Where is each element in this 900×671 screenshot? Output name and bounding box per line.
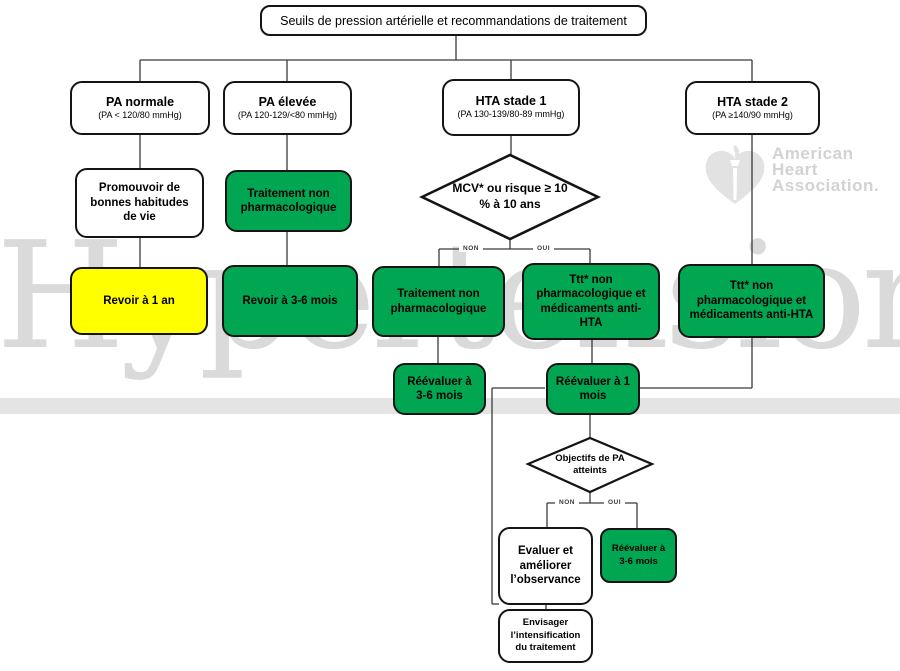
- box-nonpharm-plus-meds-stage1: Ttt* non pharmacologique et médicaments …: [522, 263, 660, 340]
- decision-bp-goals-text: Objectifs de PA atteints: [555, 452, 625, 476]
- box-intensify-treatment: Envisager l’intensification du traitemen…: [498, 609, 593, 663]
- category-pa-normale-title: PA normale: [105, 94, 175, 109]
- box-nonpharm-treatment-elevated: Traitement non pharmacologique: [225, 170, 352, 232]
- box-review-3-6-months: Revoir à 3-6 mois: [222, 265, 358, 337]
- aha-text-line2: Heart: [772, 160, 818, 179]
- category-hta-stade-2: HTA stade 2 (PA ≥140/90 mmHg): [685, 81, 820, 135]
- box-review-1-year: Revoir à 1 an: [70, 267, 208, 335]
- category-hta-stade-1-title: HTA stade 1: [475, 94, 547, 109]
- box-nonpharm-treatment-stage1: Traitement non pharmacologique: [372, 266, 505, 337]
- aha-text-line1: American: [772, 144, 854, 163]
- box-reassess-1-month: Réévaluer à 1 mois: [546, 363, 640, 415]
- branch-label-non-2: NON: [555, 499, 579, 506]
- box-reassess-3-6-months-goal: Réévaluer à 3-6 mois: [600, 528, 677, 583]
- category-pa-normale-range: (PA < 120/80 mmHg): [98, 109, 182, 120]
- category-hta-stade-1-range: (PA 130-139/80-89 mmHg): [457, 109, 565, 120]
- category-pa-elevee-title: PA élevée: [258, 94, 317, 109]
- category-pa-elevee: PA élevée (PA 120-129/<80 mmHg): [223, 81, 352, 135]
- decision-bp-goals-diamond: [525, 436, 655, 494]
- branch-label-non-1: NON: [459, 245, 483, 252]
- branch-label-oui-2: OUI: [604, 499, 626, 506]
- box-promote-habits: Promouvoir de bonnes habitudes de vie: [75, 168, 204, 238]
- box-evaluate-adherence: Evaluer et améliorer l’observance: [498, 527, 593, 605]
- branch-label-oui-1: OUI: [533, 245, 555, 252]
- aha-text-line3: Association.: [772, 176, 880, 195]
- aha-heart-torch-icon: [702, 144, 768, 211]
- box-reassess-3-6-months: Réévaluer à 3-6 mois: [393, 363, 486, 415]
- decision-cvd-risk-text: MCV* ou risque ≥ 10 % à 10 ans: [452, 181, 568, 211]
- category-pa-normale: PA normale (PA < 120/80 mmHg): [70, 81, 210, 135]
- category-hta-stade-1: HTA stade 1 (PA 130-139/80-89 mmHg): [442, 79, 580, 136]
- decision-cvd-risk-diamond: [418, 153, 602, 241]
- category-hta-stade-2-range: (PA ≥140/90 mmHg): [712, 109, 793, 120]
- category-pa-elevee-range: (PA 120-129/<80 mmHg): [237, 109, 338, 120]
- page-title: Seuils de pression artérielle et recomma…: [260, 5, 647, 36]
- category-hta-stade-2-title: HTA stade 2: [717, 94, 788, 109]
- aha-logo-text: American Heart Association.: [772, 144, 880, 195]
- box-nonpharm-plus-meds-stage2: Ttt* non pharmacologique et médicaments …: [678, 264, 825, 338]
